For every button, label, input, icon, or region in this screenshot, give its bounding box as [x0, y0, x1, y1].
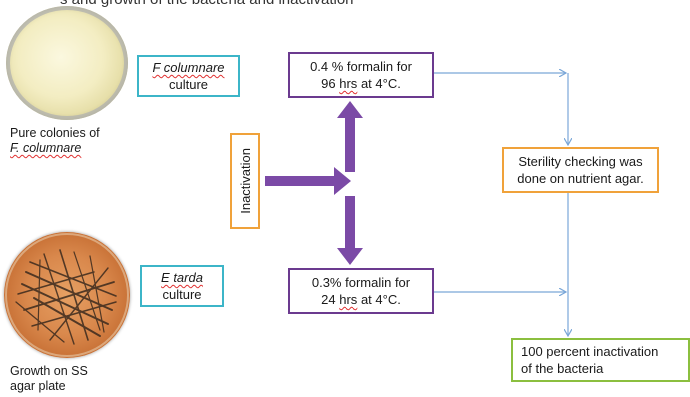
plate-top-caption-line2: F. columnare	[10, 141, 82, 155]
culture-suffix-top: culture	[168, 77, 209, 92]
down-purple-arrow	[337, 196, 363, 265]
petri-dish-rim	[6, 6, 128, 120]
sterility-check-box: Sterility checking was done on nutrient …	[502, 147, 659, 193]
horizontal-purple-arrow	[265, 167, 351, 195]
formalin-bottom-line2: 24 hrs at 4°C.	[321, 292, 401, 307]
culture-name-e-tarda: E tarda	[161, 270, 203, 285]
culture-box-f-columnare: F columnare culture	[137, 55, 240, 97]
formalin-top-unit: hrs	[339, 76, 358, 91]
formalin-bottom-line1: 0.3% formalin for	[311, 275, 411, 290]
formalin-top-line2: 96 hrs at 4°C.	[321, 76, 401, 91]
formalin-box-top: 0.4 % formalin for 96 hrs at 4°C.	[288, 52, 434, 98]
bacterial-streaks	[5, 233, 129, 357]
blue-connectors	[434, 73, 568, 336]
formalin-box-bottom: 0.3% formalin for 24 hrs at 4°C.	[288, 268, 434, 314]
culture-suffix-bottom: culture	[162, 287, 202, 302]
plate-bottom-caption-line2: agar plate	[10, 379, 66, 393]
culture-name-f-columnare: F columnare	[152, 60, 225, 75]
inactivation-label: Inactivation	[237, 148, 253, 214]
inactivation-box: Inactivation	[230, 133, 260, 229]
formalin-bottom-unit: hrs	[339, 292, 358, 307]
up-purple-arrow	[337, 101, 363, 172]
plate-top-caption: Pure colonies of F. columnare	[10, 126, 100, 156]
sterility-line2: done on nutrient agar.	[517, 171, 644, 186]
result-line1: 100 percent inactivation	[521, 344, 659, 359]
result-box: 100 percent inactivation of the bacteria	[511, 338, 690, 382]
cropped-top-caption: s and growth of the bacteria and inactiv…	[60, 0, 580, 9]
inactivation-arrows	[265, 101, 363, 265]
plate-bottom-caption: Growth on SS agar plate	[10, 364, 88, 394]
formalin-top-line1: 0.4 % formalin for	[310, 59, 412, 74]
sterility-line1: Sterility checking was	[518, 154, 643, 169]
plate-bottom-caption-line1: Growth on SS	[10, 364, 88, 378]
result-line2: of the bacteria	[521, 361, 604, 376]
petri-dish-photo-ss-agar	[4, 232, 130, 358]
petri-dish-photo-pure-colonies	[6, 6, 128, 120]
plate-top-caption-line1: Pure colonies of	[10, 126, 100, 140]
culture-box-e-tarda: E tarda culture	[140, 265, 224, 307]
